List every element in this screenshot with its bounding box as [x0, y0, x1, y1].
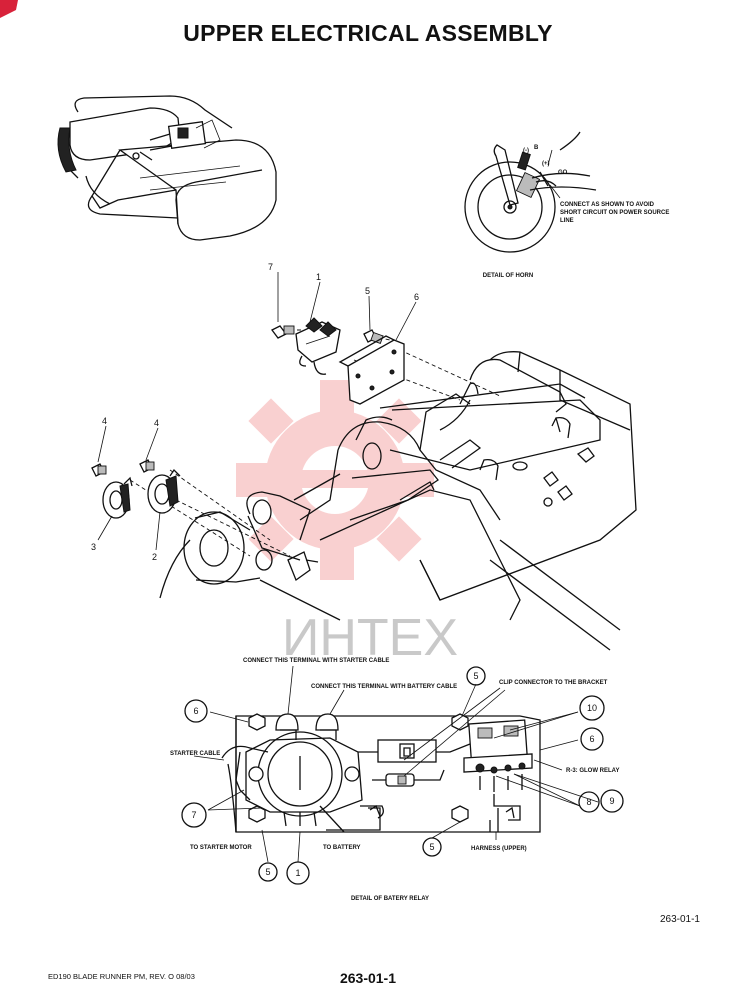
page-title: UPPER ELECTRICAL ASSEMBLY — [183, 20, 553, 46]
battery-terminal-note: CONNECT THIS TERMINAL WITH BATTERY CABLE — [311, 684, 457, 690]
horn-plus-label: (+) — [542, 161, 550, 167]
relay-callout-10: 10 — [587, 703, 597, 713]
starter-cable-label: STARTER CABLE — [170, 751, 220, 757]
watermark-text: ИНТЕХ — [282, 609, 458, 667]
horn-detail-caption: DETAIL OF HORN — [483, 273, 533, 279]
callout-7: 7 — [268, 262, 273, 272]
callout-4b: 4 — [154, 418, 159, 428]
horn-minus-label: (-) — [523, 148, 529, 154]
horn-note-line-3: LINE — [560, 218, 574, 224]
horn-detail-illustration — [464, 131, 597, 253]
clip-connector-note: CLIP CONNECTOR TO THE BRACKET — [499, 680, 608, 686]
to-battery-label: TO BATTERY — [323, 845, 361, 851]
horn-note-line-2: SHORT CIRCUIT ON POWER SOURCE — [560, 210, 669, 216]
relay-callout-5a: 5 — [473, 671, 478, 681]
relay-callout-9: 9 — [609, 796, 614, 806]
relay-callout-6b: 6 — [589, 734, 594, 744]
to-starter-motor-label: TO STARTER MOTOR — [190, 845, 252, 851]
starter-terminal-note: CONNECT THIS TERMINAL WITH STARTER CABLE — [243, 658, 389, 664]
battery-relay-detail-illustration — [181, 665, 624, 885]
callout-5: 5 — [365, 286, 370, 296]
footer-manual-revision: ED190 BLADE RUNNER PM, REV. O 08/03 — [48, 972, 195, 981]
callout-6: 6 — [414, 292, 419, 302]
harness-label: HARNESS (UPPER) — [471, 846, 527, 852]
callout-1: 1 — [316, 272, 321, 282]
glow-relay-label: R-3: GLOW RELAY — [566, 768, 619, 774]
horn-note-line-1: CONNECT AS SHOWN TO AVOID — [560, 202, 655, 208]
horn-go-label: GO — [558, 170, 568, 176]
relay-callout-8: 8 — [586, 797, 591, 807]
relay-callout-5c: 5 — [265, 867, 270, 877]
callout-3: 3 — [91, 542, 96, 552]
horn-b-label: B — [534, 145, 539, 151]
figure-reference-code: 263-01-1 — [659, 914, 700, 925]
callout-2: 2 — [152, 552, 157, 562]
callout-4a: 4 — [102, 416, 107, 426]
relay-callout-5b: 5 — [429, 842, 434, 852]
relay-callout-6a: 6 — [193, 706, 198, 716]
relay-detail-caption: DETAIL OF BATERY RELAY — [351, 896, 429, 902]
machine-overview-illustration — [57, 95, 277, 241]
corner-mark — [0, 0, 18, 18]
relay-callout-7: 7 — [191, 810, 196, 820]
relay-callout-1: 1 — [295, 868, 300, 878]
exploded-assembly-illustration — [91, 272, 637, 651]
footer-page-number: 263-01-1 — [339, 970, 397, 986]
